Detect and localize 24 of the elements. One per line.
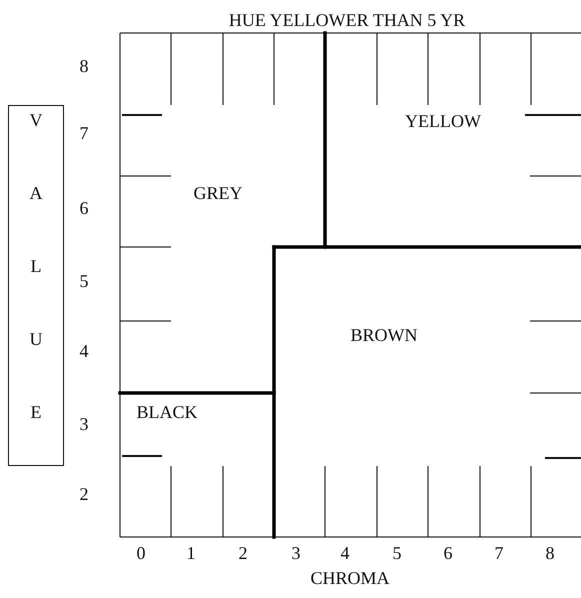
axis-title: VALUE	[28, 109, 44, 424]
value-tick-label: 8	[80, 57, 88, 75]
value-tick-label: 6	[80, 199, 88, 217]
value-tick-label: 7	[80, 124, 88, 142]
chart-title: HUE YELLOWER THAN 5 YR	[228, 11, 466, 29]
region-label: BLACK	[136, 403, 198, 421]
region-label: BROWN	[350, 326, 418, 344]
value-tick-label: 3	[80, 415, 88, 433]
chroma-tick-label: 6	[444, 544, 452, 562]
axis-label-box	[8, 105, 64, 466]
chroma-tick-label: 3	[292, 544, 300, 562]
chroma-tick-label: 5	[392, 544, 402, 562]
chroma-tick-label: 0	[136, 544, 146, 562]
chroma-tick-label: 4	[340, 544, 350, 562]
value-tick-label: 5	[80, 272, 88, 290]
value-tick-label: 2	[80, 485, 88, 503]
value-tick-label: 4	[80, 342, 88, 360]
region-label: GREY	[194, 184, 242, 202]
chroma-tick-label: 1	[186, 544, 196, 562]
chroma-tick-label: 7	[494, 544, 504, 562]
axis-title: CHROMA	[310, 569, 390, 587]
region-label: YELLOW	[405, 112, 481, 130]
chroma-tick-label: 2	[238, 544, 248, 562]
chroma-tick-label: 8	[546, 544, 554, 562]
